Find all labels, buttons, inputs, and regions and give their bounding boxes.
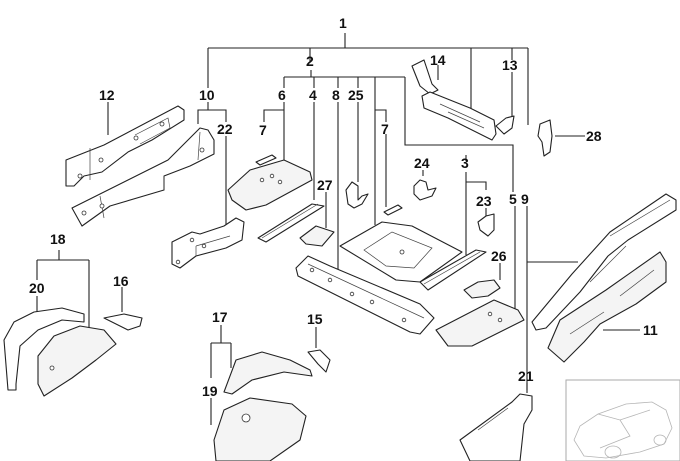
callout-15[interactable]: 15 (307, 311, 323, 327)
part-12-rail (65, 105, 185, 187)
part-28-bracket (537, 119, 553, 157)
part-7-plate-right (383, 204, 403, 216)
callout-26[interactable]: 26 (491, 248, 507, 264)
callout-27[interactable]: 27 (317, 177, 333, 193)
callout-10[interactable]: 10 (199, 87, 215, 103)
part-24-bracket (413, 179, 437, 201)
thumbnail-frame (565, 379, 680, 461)
callout-7-left[interactable]: 7 (259, 122, 267, 138)
car-outline-icon (573, 401, 673, 459)
leader-2 (283, 70, 514, 192)
part-7-plate-left (255, 154, 277, 166)
leader-lines (36, 33, 640, 425)
callout-14[interactable]: 14 (430, 52, 446, 68)
leader-10 (197, 102, 227, 124)
part-21-bracket (459, 393, 533, 461)
callout-28[interactable]: 28 (586, 128, 602, 144)
callout-19[interactable]: 19 (202, 383, 218, 399)
part-15-bracket (307, 349, 331, 373)
part-6-floor-panel (227, 159, 313, 211)
part-18-inner-arch (37, 325, 117, 397)
part-14-bracket (411, 59, 439, 95)
callout-23[interactable]: 23 (476, 193, 492, 209)
part-4-sill (257, 203, 325, 243)
callout-3[interactable]: 3 (461, 155, 469, 171)
callout-labels: 1 2 3 4 5 6 7 7 8 9 10 11 12 13 14 15 16… (29, 15, 658, 399)
callout-6[interactable]: 6 (278, 87, 286, 103)
leader-1 (207, 33, 529, 125)
leader-17 (210, 325, 232, 378)
callout-24[interactable]: 24 (414, 155, 430, 171)
vehicle-thumbnail (565, 379, 680, 461)
callout-2[interactable]: 2 (306, 53, 314, 69)
part-2-long-sill (295, 255, 435, 335)
part-cross-member (421, 91, 497, 141)
leader-7b (374, 88, 387, 225)
part-16-piece (103, 313, 143, 331)
part-13-bracket (495, 115, 515, 135)
part-27-plate (299, 225, 335, 247)
part-3-sill-strip (419, 249, 487, 291)
part-11-panel (547, 251, 667, 363)
part-22-bracket (171, 217, 245, 269)
part-26-plate (463, 279, 501, 299)
part-8-floor-pan (339, 221, 463, 283)
callout-5[interactable]: 5 (509, 191, 517, 207)
callout-1[interactable]: 1 (339, 15, 347, 31)
callout-20[interactable]: 20 (29, 280, 45, 296)
callout-7-right[interactable]: 7 (381, 121, 389, 137)
callout-11[interactable]: 11 (643, 322, 658, 338)
parts (3, 59, 677, 461)
callout-4[interactable]: 4 (309, 87, 317, 103)
part-5-floor-section (435, 299, 525, 347)
callout-18[interactable]: 18 (50, 231, 66, 247)
part-10-rail (71, 127, 215, 227)
leader-18 (36, 250, 90, 330)
callout-13[interactable]: 13 (502, 57, 518, 73)
callout-16[interactable]: 16 (113, 273, 129, 289)
part-20-wheel-arch (3, 307, 85, 391)
part-25-bracket (345, 181, 369, 209)
callout-12[interactable]: 12 (99, 87, 115, 103)
part-9-rail (531, 193, 677, 331)
callout-21[interactable]: 21 (518, 368, 534, 384)
part-19-lower-arch (213, 397, 307, 461)
leader-6 (263, 102, 285, 168)
leader-3 (465, 155, 487, 255)
callout-17[interactable]: 17 (212, 309, 228, 325)
part-17-arch (223, 351, 313, 395)
callout-8[interactable]: 8 (332, 87, 340, 103)
callout-22[interactable]: 22 (217, 121, 233, 137)
callout-9[interactable]: 9 (521, 191, 529, 207)
callout-25[interactable]: 25 (348, 87, 364, 103)
leader-9 (526, 206, 578, 390)
part-23-bracket (477, 213, 495, 237)
